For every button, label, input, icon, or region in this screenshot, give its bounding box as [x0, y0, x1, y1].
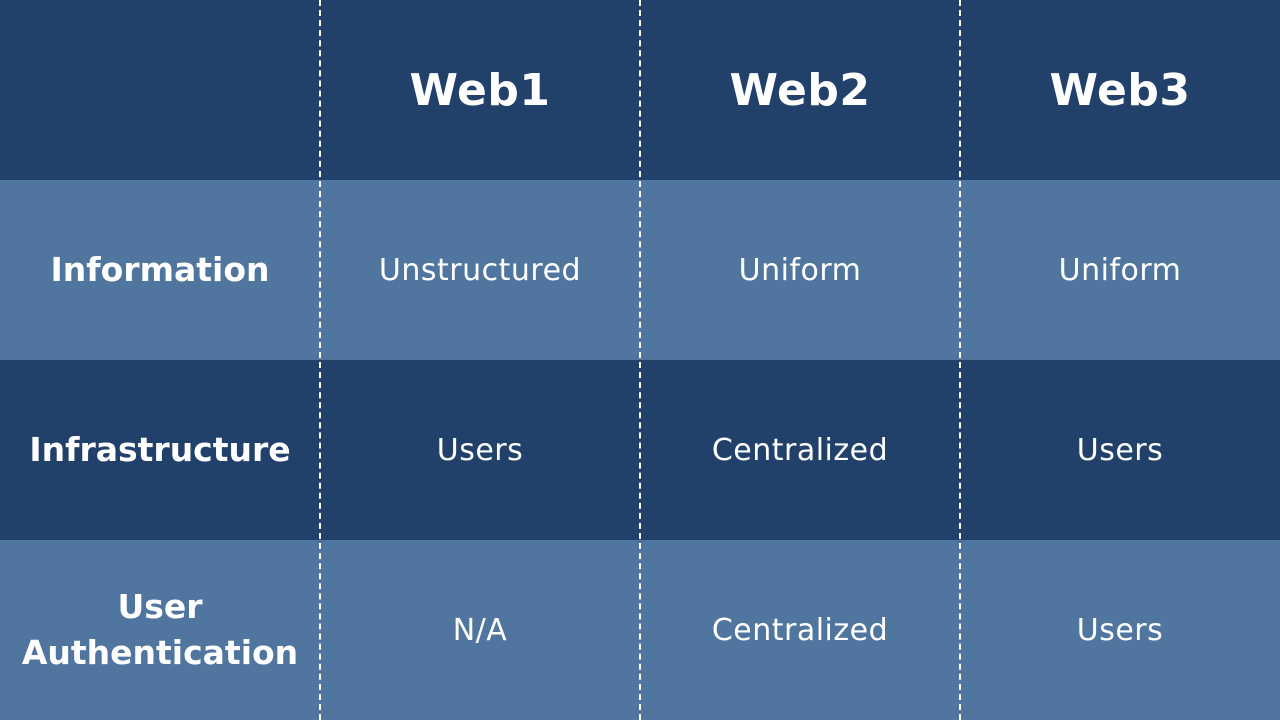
header-web1: Web1 — [409, 64, 551, 116]
cell-information-web1: Unstructured — [378, 252, 582, 288]
cell-user-authentication-web3: Users — [1076, 612, 1164, 648]
cell-infrastructure-web2: Centralized — [711, 432, 889, 468]
cell-user-authentication-web2: Centralized — [711, 612, 889, 648]
row-label-text-line-2: Authentication — [21, 633, 299, 672]
header-web2: Web2 — [729, 64, 871, 116]
column-divider-2 — [639, 0, 641, 720]
row-label-text: Infrastructure — [29, 430, 291, 469]
cell-infrastructure-web1: Users — [436, 432, 524, 468]
column-divider-1 — [319, 0, 321, 720]
row-label-text: Information — [50, 250, 270, 289]
header-web3: Web3 — [1049, 64, 1191, 116]
header-corner-cell — [0, 0, 320, 180]
row-label-lines: User Authentication — [22, 584, 298, 676]
cell-user-authentication-web1: N/A — [452, 612, 508, 648]
row-label-user-authentication: User Authentication — [0, 540, 320, 720]
cell-information-web3: Uniform — [1058, 252, 1182, 288]
row-label-text-line-1: User — [117, 587, 203, 626]
cell-infrastructure-web3: Users — [1076, 432, 1164, 468]
row-label-information: Information — [0, 180, 320, 360]
cell-information-web2: Uniform — [738, 252, 862, 288]
column-divider-3 — [959, 0, 961, 720]
row-label-infrastructure: Infrastructure — [0, 360, 320, 540]
